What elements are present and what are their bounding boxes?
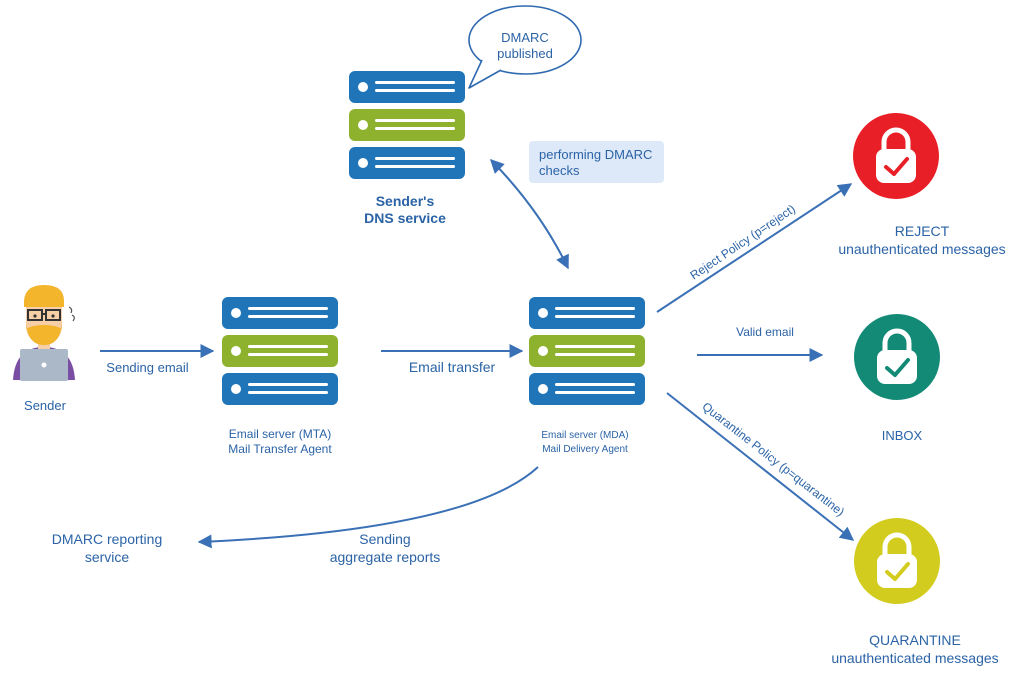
quarantine-label-line2: unauthenticated messages bbox=[831, 650, 999, 666]
mda-label-line2: Mail Delivery Agent bbox=[542, 444, 628, 455]
arrow-dns-mda-bidirectional bbox=[490, 158, 569, 270]
sending-reports-line1: Sending bbox=[359, 531, 411, 547]
arrow-mda-to-reject bbox=[656, 183, 853, 313]
mta-label-line1: Email server (MTA) bbox=[228, 427, 332, 441]
checks-label-line1: performing DMARC bbox=[539, 147, 653, 162]
reject-label-line1: REJECT bbox=[894, 223, 950, 239]
sending-reports-line2: aggregate reports bbox=[329, 549, 441, 565]
sending-email-label: Sending email bbox=[106, 360, 189, 375]
arrow-mda-to-quarantine bbox=[666, 392, 855, 541]
mda-server-icon bbox=[529, 297, 645, 407]
quarantine-padlock-check-icon bbox=[854, 518, 940, 604]
quarantine-label-line1: QUARANTINE bbox=[869, 632, 961, 648]
reporting-label-line2: service bbox=[84, 549, 130, 565]
reject-padlock-check-icon bbox=[853, 113, 939, 199]
dns-server-icon bbox=[349, 71, 465, 181]
arrow-mda-to-reporting bbox=[197, 466, 539, 549]
dmarc-checks-callout bbox=[529, 141, 664, 183]
dns-label-line2: DNS service bbox=[364, 210, 446, 226]
reporting-label-line1: DMARC reporting bbox=[51, 531, 163, 547]
bubble-text-line2: published bbox=[497, 46, 553, 61]
sender-label: Sender bbox=[24, 398, 66, 413]
inbox-padlock-check-icon bbox=[854, 314, 940, 400]
mta-label-line2: Mail Transfer Agent bbox=[228, 442, 332, 456]
bubble-text-line1: DMARC bbox=[501, 30, 549, 45]
checks-label-line2: checks bbox=[539, 163, 580, 178]
inbox-label: INBOX bbox=[881, 428, 923, 443]
email-transfer-label: Email transfer bbox=[408, 359, 496, 375]
mda-label-line1: Email server (MDA) bbox=[541, 430, 629, 441]
dns-label-line1: Sender's bbox=[375, 193, 435, 209]
valid-email-label: Valid email bbox=[736, 325, 794, 339]
reject-label-line2: unauthenticated messages bbox=[838, 241, 1006, 257]
speech-bubble-icon bbox=[468, 5, 582, 89]
person-at-laptop-icon bbox=[13, 285, 75, 381]
mta-server-icon bbox=[222, 297, 338, 407]
